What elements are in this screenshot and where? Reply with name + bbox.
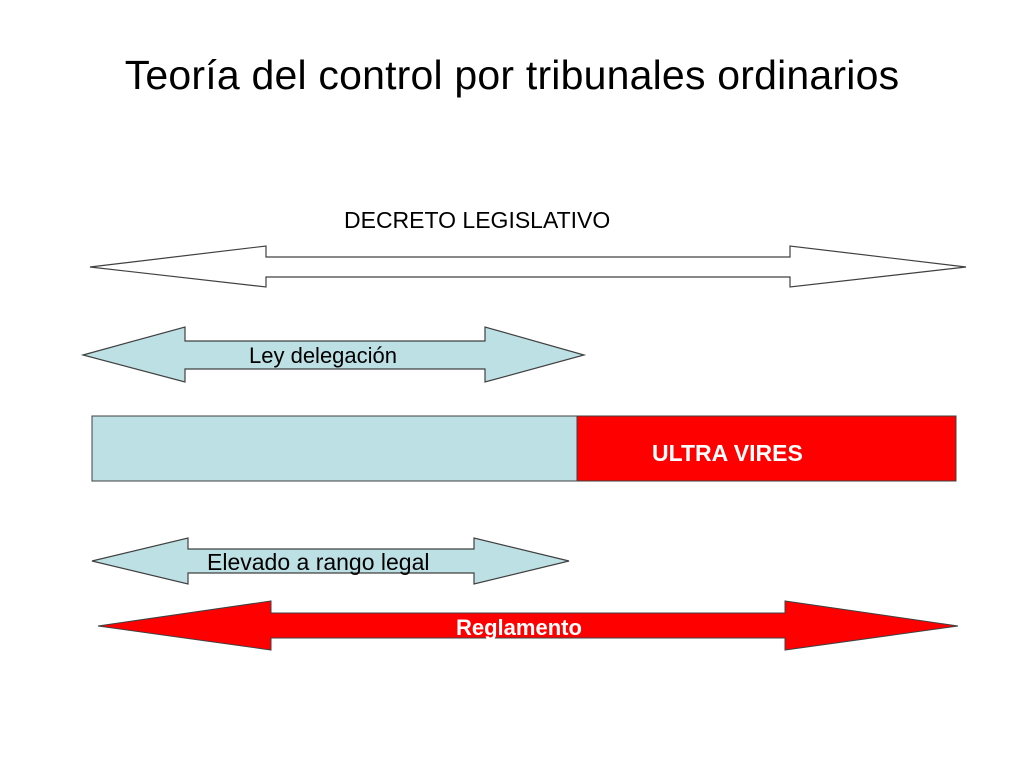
elevado-rango-legal-arrow — [91, 537, 570, 585]
decreto-legislativo-arrow — [89, 245, 967, 288]
ultra-vires-label: ULTRA VIRES — [652, 440, 803, 466]
elevado-rango-legal-label: Elevado a rango legal — [207, 549, 430, 575]
reglamento-label: Reglamento — [456, 615, 582, 640]
ultra-vires-bar — [576, 415, 957, 482]
ley-delegacion-label: Ley delegación — [249, 343, 398, 368]
decreto-legislativo-label: DECRETO LEGISLATIVO — [344, 207, 611, 233]
reglamento-arrow — [97, 600, 959, 651]
slide-title: Teoría del control por tribunales ordina… — [124, 52, 900, 98]
within-delegation-bar — [91, 415, 578, 482]
ley-delegacion-arrow — [80, 326, 587, 383]
